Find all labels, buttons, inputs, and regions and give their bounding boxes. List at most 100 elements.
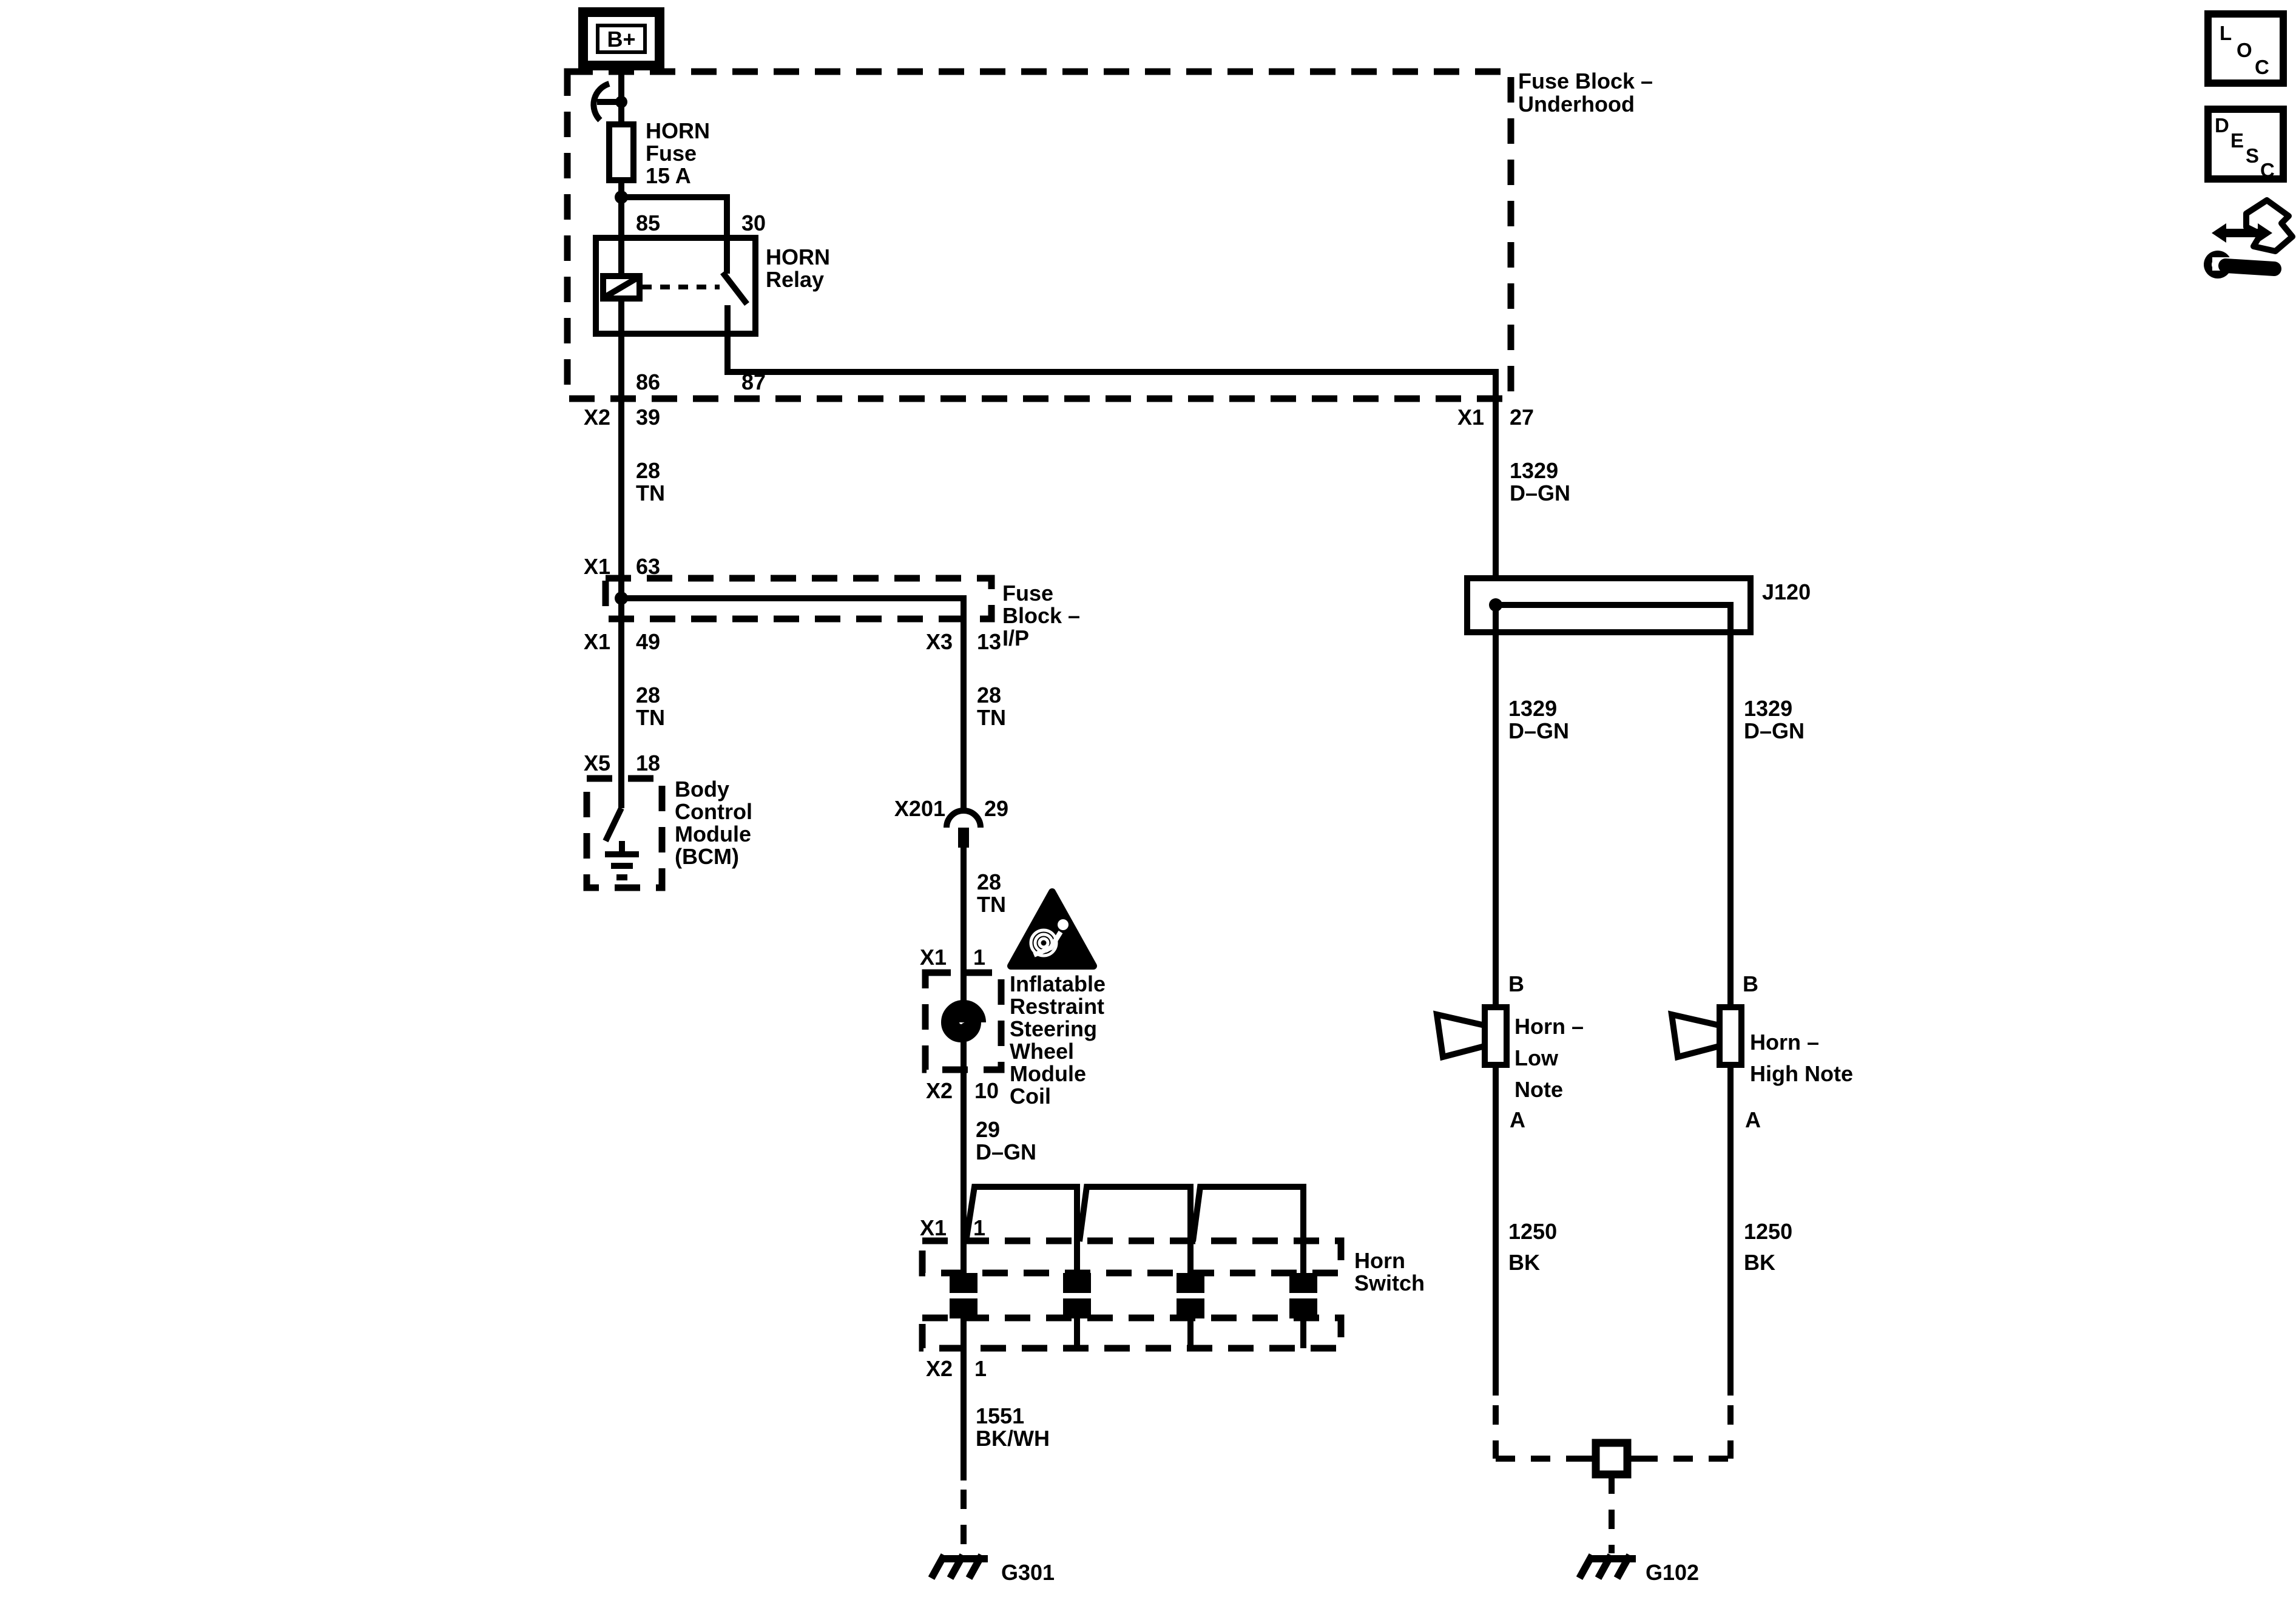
horn-switch (919, 1184, 1345, 1352)
inline-connector-icon (944, 808, 984, 848)
wire-label-tn: TN (636, 481, 665, 505)
connector-x2-pin-39: 39 (636, 405, 660, 430)
service-navigation-icon[interactable] (2204, 197, 2295, 279)
wire-label-bk: BK (1744, 1250, 1775, 1275)
horn-high-label: High Note (1750, 1061, 1853, 1086)
wire-label-1250: 1250 (1508, 1219, 1557, 1244)
bcm-label: Control (675, 799, 752, 824)
bcm-label: Module (675, 822, 751, 846)
relay-switch-blade (720, 270, 749, 306)
fuse-block-ip-label: Fuse (1002, 581, 1053, 606)
splice-j120-label: J120 (1762, 579, 1811, 604)
wire-label-1551: 1551 (976, 1403, 1024, 1428)
outline-arrow-icon (2243, 197, 2295, 254)
desc-letter: E (2230, 129, 2244, 152)
connector-x1-pin-1: 1 (973, 1215, 985, 1240)
coil-module-label: Coil (1010, 1084, 1051, 1109)
wire-label-tn: TN (977, 705, 1006, 730)
ground-g102-label: G102 (1646, 1560, 1699, 1585)
j120-box (1464, 575, 1754, 635)
battery-positive-terminal: B+ (578, 7, 664, 70)
connector-x1-pin-63: 63 (636, 554, 660, 579)
connector-x1-pin-1: 1 (973, 945, 985, 970)
bcm-switch-blade (603, 806, 624, 843)
horn-switch-blade-1 (963, 1184, 1080, 1277)
connector-x5-pin-18: 18 (636, 751, 660, 775)
coil-module-label: Wheel (1010, 1039, 1074, 1064)
fuse-block-underhood-box (564, 68, 1514, 402)
horn-switch-lower-box (919, 1314, 1345, 1352)
body-control-module (583, 775, 666, 891)
horn-low-label: Note (1514, 1077, 1563, 1102)
wire-label-dgn: D–GN (1744, 718, 1805, 743)
wrench-icon (2204, 251, 2281, 279)
desc-button[interactable]: D E S C (2204, 106, 2287, 183)
wire-label-bk: BK (1508, 1250, 1540, 1275)
wire-1329-dgn-main (724, 334, 1499, 578)
wire-label-dgn: D–GN (976, 1139, 1036, 1164)
horn-relay-label: Relay (766, 267, 824, 292)
wire-ip-branch (621, 595, 967, 809)
connector-x1-pin-49: 49 (636, 629, 660, 654)
wire-label-tn: TN (977, 892, 1006, 917)
horn-switch-blade-2 (1076, 1184, 1194, 1277)
fuse-block-ip-label: Block – (1002, 603, 1080, 628)
horn-relay-label: HORN (766, 245, 830, 269)
wire-label-1329: 1329 (1510, 458, 1558, 483)
horn-high-terminal-a: A (1745, 1107, 1761, 1132)
b-plus-inner-box (596, 24, 647, 54)
connector-x3-pin-13: 13 (977, 629, 1001, 654)
coil-module-label: Restraint (1010, 994, 1104, 1019)
horn-fuse-symbol (606, 121, 636, 183)
wire-label-dgn: D–GN (1508, 718, 1569, 743)
ground-g301-label: G301 (1001, 1560, 1055, 1585)
desc-letter: C (2260, 159, 2275, 181)
wire-label-28: 28 (977, 683, 1001, 707)
connector-x1-pin-27: 27 (1510, 405, 1534, 430)
chassis-ground-g102-icon (1576, 1553, 1636, 1580)
connector-x1: X1 (1457, 405, 1484, 430)
horn-low-label: Low (1514, 1045, 1559, 1070)
wire-label-1250: 1250 (1744, 1219, 1792, 1244)
horn-switch-blade-3 (1190, 1184, 1306, 1277)
wire-label-dgn: D–GN (1510, 481, 1570, 505)
horn-switch-label: Switch (1354, 1271, 1425, 1295)
splice-pack-j120 (1464, 575, 1754, 635)
bcm-box (583, 775, 666, 891)
connector-x2-pin-1: 1 (974, 1356, 987, 1381)
connector-x1: X1 (920, 1215, 947, 1240)
wire-label-29: 29 (976, 1117, 1000, 1142)
horn-trumpet-icon (1668, 1010, 1723, 1061)
connector-x2: X2 (926, 1356, 953, 1381)
airbag-warning-icon (1007, 888, 1097, 970)
horn-switch-label: Horn (1354, 1248, 1405, 1273)
bus-tap-icon (590, 81, 627, 123)
wire-label-1329: 1329 (1744, 696, 1792, 721)
chassis-ground-g301-icon (928, 1553, 988, 1580)
relay-pin-86: 86 (636, 370, 660, 394)
relay-pin-30: 30 (741, 211, 766, 235)
coil-module-label: Module (1010, 1061, 1086, 1086)
connector-x201: X201 (894, 796, 945, 821)
loc-letter: L (2220, 22, 2232, 44)
clockspring-spiral-icon (940, 1000, 986, 1042)
fuse-block-underhood-label: Fuse Block – (1518, 69, 1653, 93)
horn-high-terminal-b: B (1743, 971, 1758, 996)
horn-fuse-label: HORN (646, 118, 710, 143)
loc-button[interactable]: L O C (2204, 10, 2287, 87)
horn-high-note-symbol (1668, 1004, 1744, 1068)
connector-x2: X2 (584, 405, 610, 430)
horn-switch-upper-box (919, 1237, 1345, 1277)
connector-x1: X1 (584, 554, 610, 579)
horn-relay: 85 30 HORN Relay 86 87 (593, 211, 830, 394)
desc-letter: D (2215, 114, 2229, 137)
loc-letter: C (2255, 56, 2269, 78)
horn-trumpet-icon (1433, 1010, 1488, 1061)
fuse-block-underhood-label: Underhood (1518, 92, 1635, 116)
bcm-label: (BCM) (675, 844, 739, 869)
connector-x3: X3 (926, 629, 953, 654)
horn-fuse-label: 15 A (646, 163, 691, 188)
b-plus-label: B+ (607, 27, 635, 52)
